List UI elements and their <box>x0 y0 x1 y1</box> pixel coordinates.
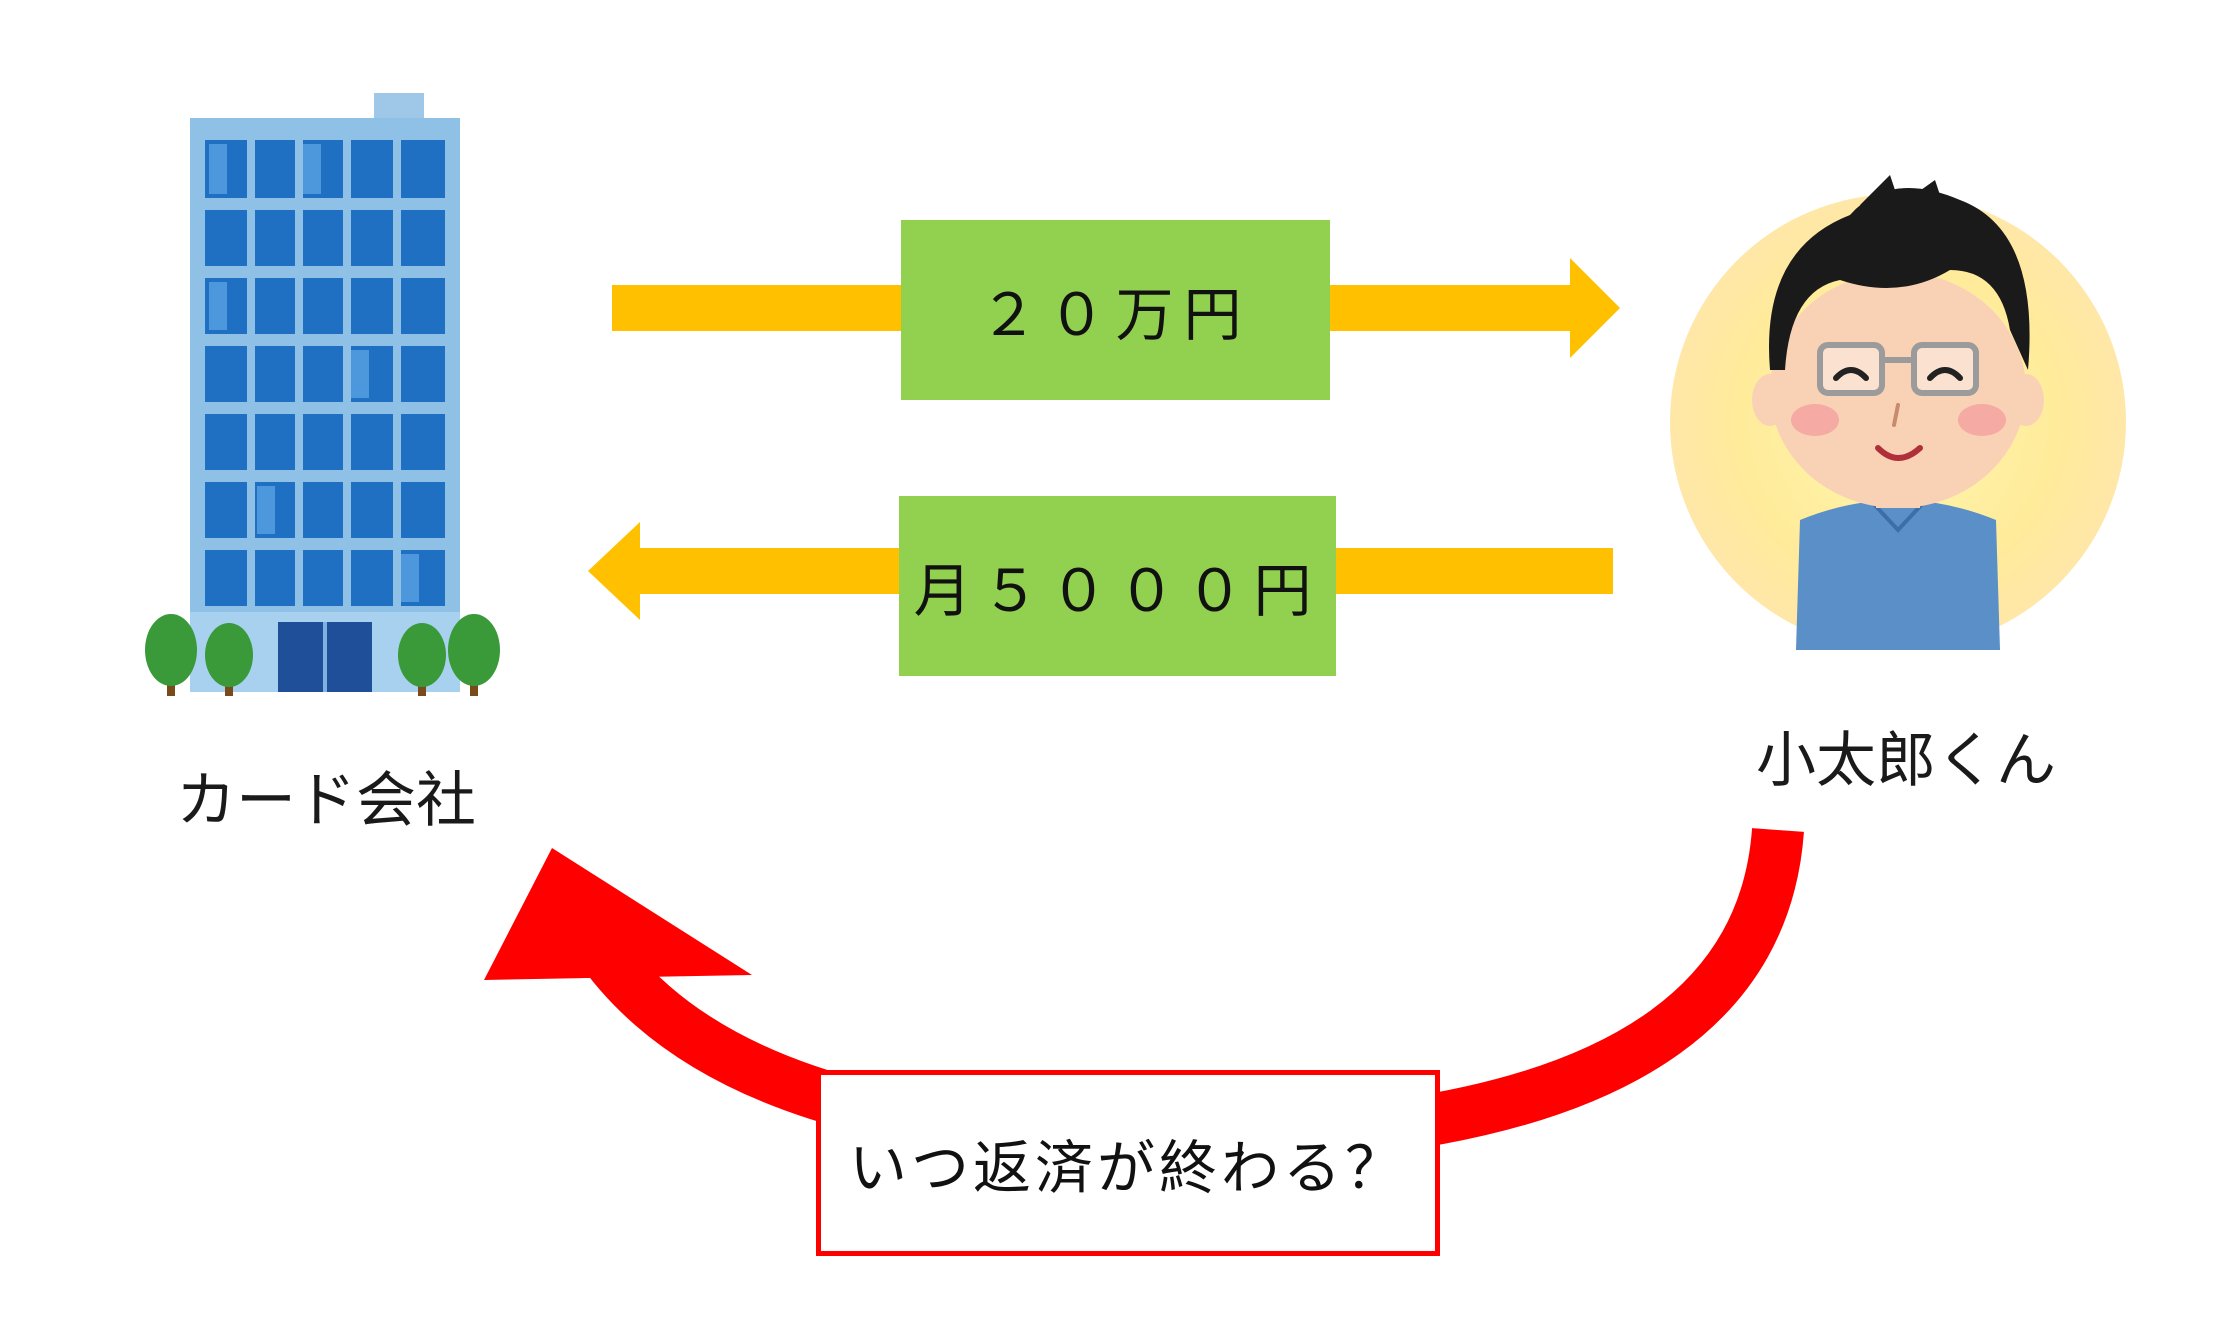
loan-amount-label: ２０万円 <box>979 268 1251 352</box>
repayment-amount-box: 月５０００円 <box>899 496 1336 676</box>
repayment-amount-label: 月５０００円 <box>913 544 1321 628</box>
question-box: いつ返済が終わる？ <box>816 1070 1440 1256</box>
loan-amount-box: ２０万円 <box>901 220 1330 400</box>
person-label: 小太郎くん <box>1756 712 2056 799</box>
question-label: いつ返済が終わる？ <box>849 1121 1407 1205</box>
company-label: カード会社 <box>176 752 476 839</box>
